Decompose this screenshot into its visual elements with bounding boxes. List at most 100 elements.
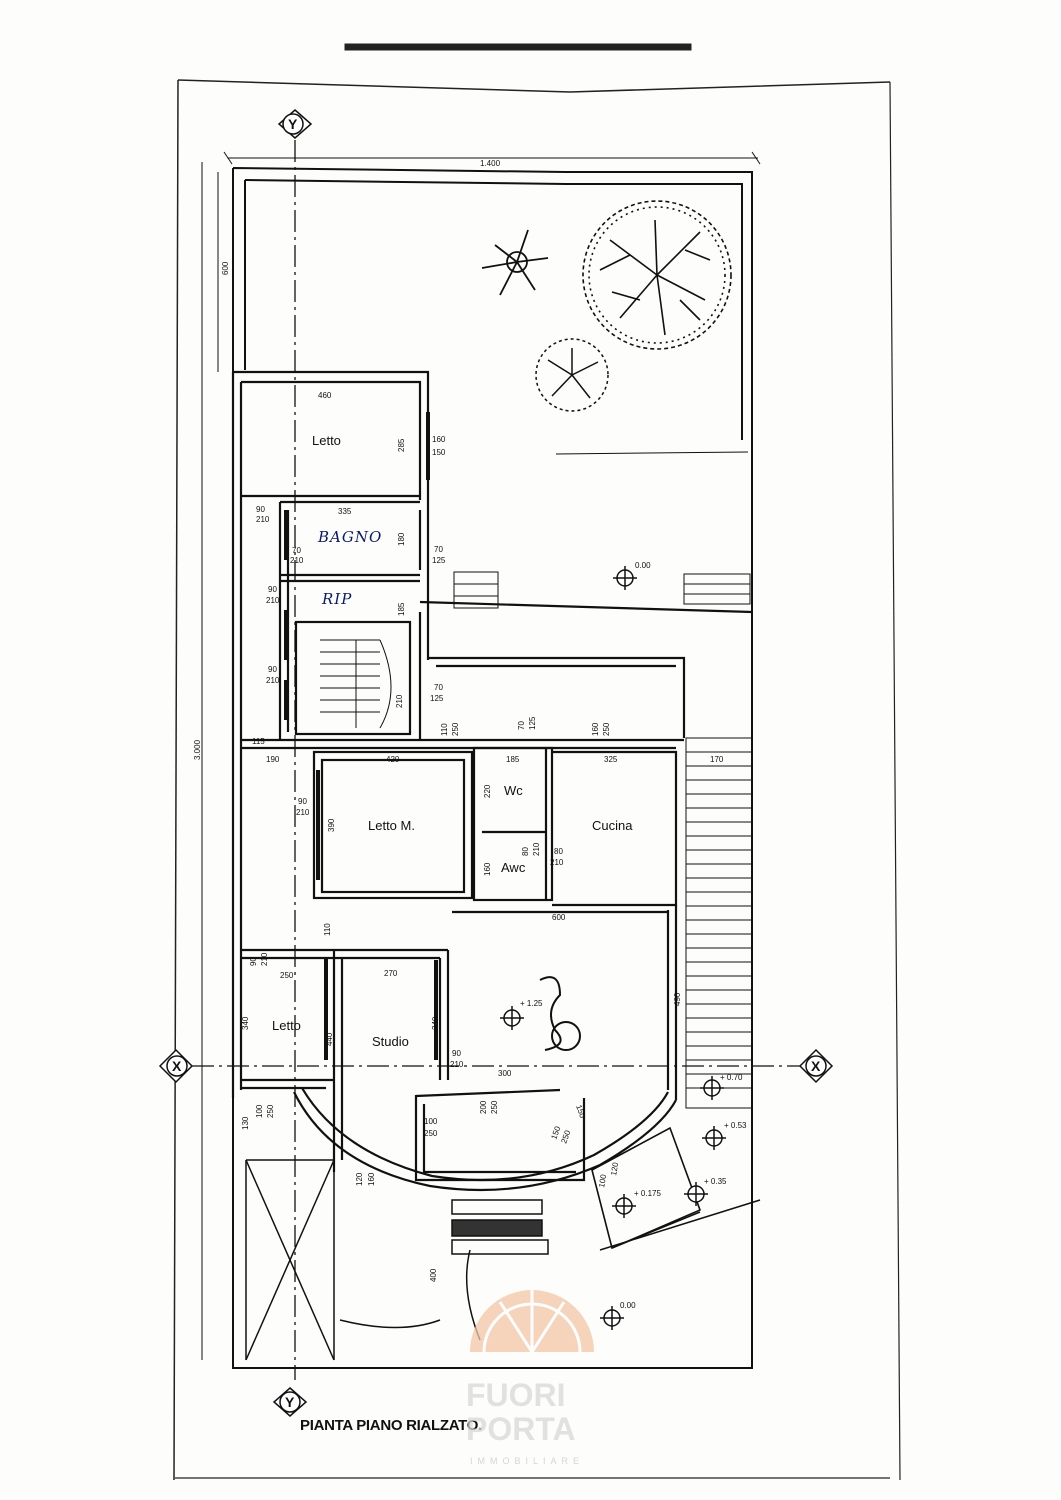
svg-text:210: 210	[450, 1060, 464, 1069]
svg-text:340: 340	[241, 1016, 250, 1030]
svg-text:340: 340	[431, 1016, 440, 1030]
room-label-letto-m: Letto M.	[368, 818, 415, 833]
room-label-bagno: BAGNO	[317, 528, 382, 546]
room-label-rip: RIP	[321, 590, 352, 608]
svg-text:Y: Y	[285, 1394, 295, 1410]
axis-x-right-marker: X	[798, 1048, 834, 1084]
tree-small-icon	[535, 338, 609, 412]
svg-text:160: 160	[483, 862, 492, 876]
svg-text:130: 130	[241, 1116, 250, 1130]
room-label-awc: Awc	[501, 860, 526, 875]
room-label-letto-top: Letto	[312, 433, 341, 448]
dim-garden-depth: 600	[221, 261, 230, 275]
svg-text:250: 250	[602, 722, 611, 736]
svg-text:190: 190	[266, 755, 280, 764]
watermark-logo: FUORI PORTA IMMOBILIARE	[466, 1290, 594, 1466]
svg-text:Y: Y	[288, 116, 298, 132]
dim-total-width: 1.400	[480, 159, 501, 168]
plan-title: PIANTA PIANO RIALZATO.	[300, 1417, 482, 1434]
axis-y-bottom-marker: Y	[272, 1387, 308, 1417]
svg-text:125: 125	[432, 556, 446, 565]
svg-text:90: 90	[249, 957, 258, 966]
svg-text:250: 250	[424, 1129, 438, 1138]
outer-dimension-lines	[201, 151, 761, 1360]
svg-text:400: 400	[429, 1268, 438, 1282]
openings	[284, 412, 438, 1060]
svg-text:250: 250	[451, 722, 460, 736]
svg-text:90: 90	[268, 665, 277, 674]
svg-text:210: 210	[290, 556, 304, 565]
level-label-070: + 0.70	[720, 1073, 743, 1082]
svg-text:210: 210	[550, 858, 564, 867]
svg-text:90: 90	[268, 585, 277, 594]
level-marker-symbols	[500, 566, 726, 1330]
svg-text:170: 170	[710, 755, 724, 764]
svg-text:90: 90	[298, 797, 307, 806]
svg-text:80: 80	[521, 847, 530, 856]
svg-text:100: 100	[255, 1104, 264, 1118]
svg-text:250: 250	[559, 1129, 572, 1145]
svg-text:185: 185	[397, 602, 406, 616]
svg-text:100: 100	[424, 1117, 438, 1126]
svg-text:120: 120	[355, 1172, 364, 1186]
svg-text:80: 80	[554, 847, 563, 856]
svg-text:150: 150	[549, 1125, 562, 1141]
svg-text:160: 160	[591, 722, 600, 736]
svg-text:70: 70	[517, 721, 526, 730]
room-label-wc: Wc	[504, 783, 523, 798]
svg-text:185: 185	[506, 755, 520, 764]
svg-text:250: 250	[490, 1100, 499, 1114]
svg-text:70: 70	[434, 545, 443, 554]
plot-boundary	[232, 167, 753, 1369]
svg-text:X: X	[172, 1058, 182, 1074]
external-stair	[453, 451, 753, 1109]
svg-text:420: 420	[386, 755, 400, 764]
level-label-garden-top: 0.00	[635, 561, 651, 570]
shrub-icon	[481, 229, 549, 296]
tree-large-icon	[582, 200, 732, 350]
svg-text:125: 125	[528, 716, 537, 730]
svg-text:250: 250	[280, 971, 294, 980]
level-label-bottom: 0.00	[620, 1301, 636, 1310]
svg-text:460: 460	[318, 391, 332, 400]
svg-text:210: 210	[395, 694, 404, 708]
svg-text:440: 440	[325, 1032, 334, 1046]
svg-text:PORTA: PORTA	[466, 1411, 576, 1447]
svg-text:210: 210	[296, 808, 310, 817]
svg-text:600: 600	[552, 913, 566, 922]
svg-text:FUORI: FUORI	[466, 1377, 566, 1413]
svg-text:90: 90	[256, 505, 265, 514]
svg-text:180: 180	[397, 532, 406, 546]
svg-text:210: 210	[256, 515, 270, 524]
svg-text:285: 285	[397, 438, 406, 452]
svg-text:210: 210	[260, 952, 269, 966]
svg-text:125: 125	[430, 694, 444, 703]
front-steps	[245, 1159, 761, 1361]
svg-text:160: 160	[432, 435, 446, 444]
svg-text:110: 110	[440, 723, 449, 736]
room-label-letto-bottom: Letto	[272, 1018, 301, 1033]
svg-text:270: 270	[384, 969, 398, 978]
svg-text:110: 110	[323, 923, 332, 936]
svg-text:390: 390	[327, 818, 336, 832]
svg-text:70: 70	[434, 683, 443, 692]
svg-text:325: 325	[604, 755, 618, 764]
dimension-labels: 460 285 160 150 90 210 335 180 70 210 70…	[241, 391, 724, 1282]
svg-text:90: 90	[452, 1049, 461, 1058]
svg-text:220: 220	[483, 784, 492, 798]
svg-text:250: 250	[266, 1104, 275, 1118]
svg-text:150: 150	[432, 448, 446, 457]
svg-text:210: 210	[532, 842, 541, 856]
svg-text:300: 300	[498, 1069, 512, 1078]
svg-text:210: 210	[266, 676, 280, 685]
building-walls	[231, 370, 753, 1250]
room-label-studio: Studio	[372, 1034, 409, 1049]
svg-text:490: 490	[673, 992, 682, 1006]
room-label-cucina: Cucina	[592, 818, 633, 833]
svg-text:IMMOBILIARE: IMMOBILIARE	[470, 1456, 584, 1466]
level-label-035: + 0.35	[704, 1177, 727, 1186]
spiral-stair-icon	[539, 976, 581, 1051]
level-label-living: + 1.25	[520, 999, 543, 1008]
svg-text:115: 115	[252, 737, 265, 746]
